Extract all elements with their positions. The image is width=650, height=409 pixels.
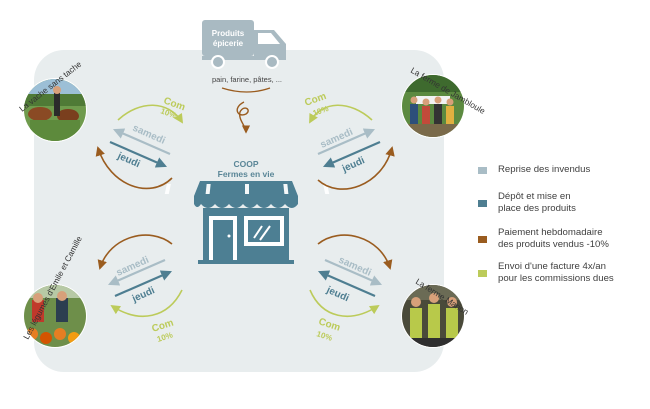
truck-caption: pain, farine, pâtes, ... <box>212 75 282 84</box>
farm-photo-top-left <box>23 78 87 142</box>
truck-underline <box>221 87 271 93</box>
legend-label-depot-line1: Dépôt et mise en <box>498 191 571 202</box>
depot-arrow-bottom-left <box>114 270 173 298</box>
invendus-arrow-top-right <box>317 128 376 156</box>
invendus-arrow-top-left <box>112 128 171 156</box>
legend-label-invendus: Reprise des invendus <box>498 164 648 176</box>
depot-arrow-bottom-right <box>317 270 376 298</box>
legend-label-commission-line2: pour les commissions dues <box>498 273 614 284</box>
truck-to-store-arrow <box>236 101 251 134</box>
paiement-arrow-top-right <box>317 146 395 190</box>
legend-label-commission-line1: Envoi d'une facture 4x/an <box>498 261 606 272</box>
commission-arrow-bottom-right <box>309 289 380 318</box>
coop-subtitle: Fermes en vie <box>218 169 275 179</box>
farm-photo-top-right <box>401 74 465 138</box>
commission-arrow-top-right <box>309 104 373 124</box>
legend-label-invendus-line1: Reprise des invendus <box>498 164 591 175</box>
legend-label-commission: Envoi d'une facture 4x/an pour les commi… <box>498 261 648 285</box>
invendus-arrow-bottom-right <box>324 258 383 286</box>
legend-swatch-invendus <box>478 167 487 174</box>
legend-swatch-commission <box>478 270 487 277</box>
depot-arrow-top-right <box>322 140 381 168</box>
legend-swatch-paiement <box>478 236 487 243</box>
legend-label-paiement-line2: des produits vendus -10% <box>498 239 609 250</box>
paiement-arrow-bottom-left <box>97 234 173 270</box>
legend-swatch-depot <box>478 200 487 207</box>
farm-photo-bottom-left <box>23 284 87 348</box>
invendus-arrow-bottom-left <box>107 258 166 286</box>
farm-photo-bottom-right <box>401 284 465 348</box>
legend-label-depot: Dépôt et mise en place des produits <box>498 191 648 215</box>
commission-arrow-bottom-left <box>110 289 183 318</box>
truck-label-line1: Produits <box>212 29 245 38</box>
paiement-arrow-bottom-right <box>317 234 393 270</box>
paiement-arrow-top-left <box>95 146 173 190</box>
truck-icon: Produits épicerie <box>202 20 286 69</box>
truck-label-line2: épicerie <box>213 39 244 48</box>
store-icon <box>164 181 330 264</box>
legend-label-depot-line2: place des produits <box>498 203 576 214</box>
coop-title: COOP <box>233 159 258 169</box>
commission-arrow-top-left <box>117 104 184 124</box>
legend-label-paiement-line1: Paiement hebdomadaire <box>498 227 603 238</box>
depot-arrow-top-left <box>109 140 168 168</box>
legend-label-paiement: Paiement hebdomadaire des produits vendu… <box>498 227 648 251</box>
